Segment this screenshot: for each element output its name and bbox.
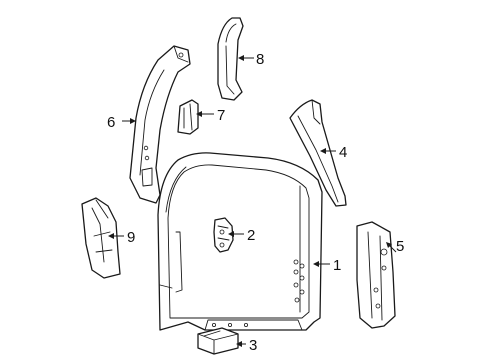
part-3-block bbox=[197, 327, 239, 355]
callout-label-8: 8 bbox=[256, 51, 264, 68]
part-7-gusset bbox=[177, 99, 199, 135]
part-4-roof-rail bbox=[289, 99, 347, 207]
callout-8: 8 bbox=[238, 51, 264, 68]
callout-4: 4 bbox=[320, 144, 347, 161]
callout-label-4: 4 bbox=[339, 144, 347, 161]
callout-label-7: 7 bbox=[217, 107, 225, 124]
callout-6: 6 bbox=[107, 114, 136, 131]
part-2-bracket bbox=[213, 217, 234, 253]
part-8-reinforcement bbox=[217, 17, 244, 101]
callout-9: 9 bbox=[108, 229, 135, 246]
part-5-pillar bbox=[356, 221, 396, 329]
part-9-lower-pillar bbox=[81, 197, 121, 279]
callout-7: 7 bbox=[196, 107, 225, 124]
callout-label-5: 5 bbox=[396, 238, 404, 255]
callout-2: 2 bbox=[228, 227, 255, 244]
callout-3: 3 bbox=[236, 337, 257, 354]
part-1-door-frame bbox=[157, 152, 323, 331]
callout-label-3: 3 bbox=[249, 337, 257, 354]
callout-label-1: 1 bbox=[333, 257, 341, 274]
callout-label-9: 9 bbox=[127, 229, 135, 246]
callout-1: 1 bbox=[313, 257, 341, 274]
callout-5: 5 bbox=[386, 238, 404, 255]
callout-label-6: 6 bbox=[107, 114, 115, 131]
callout-label-2: 2 bbox=[247, 227, 255, 244]
part-6-a-pillar bbox=[129, 45, 191, 204]
